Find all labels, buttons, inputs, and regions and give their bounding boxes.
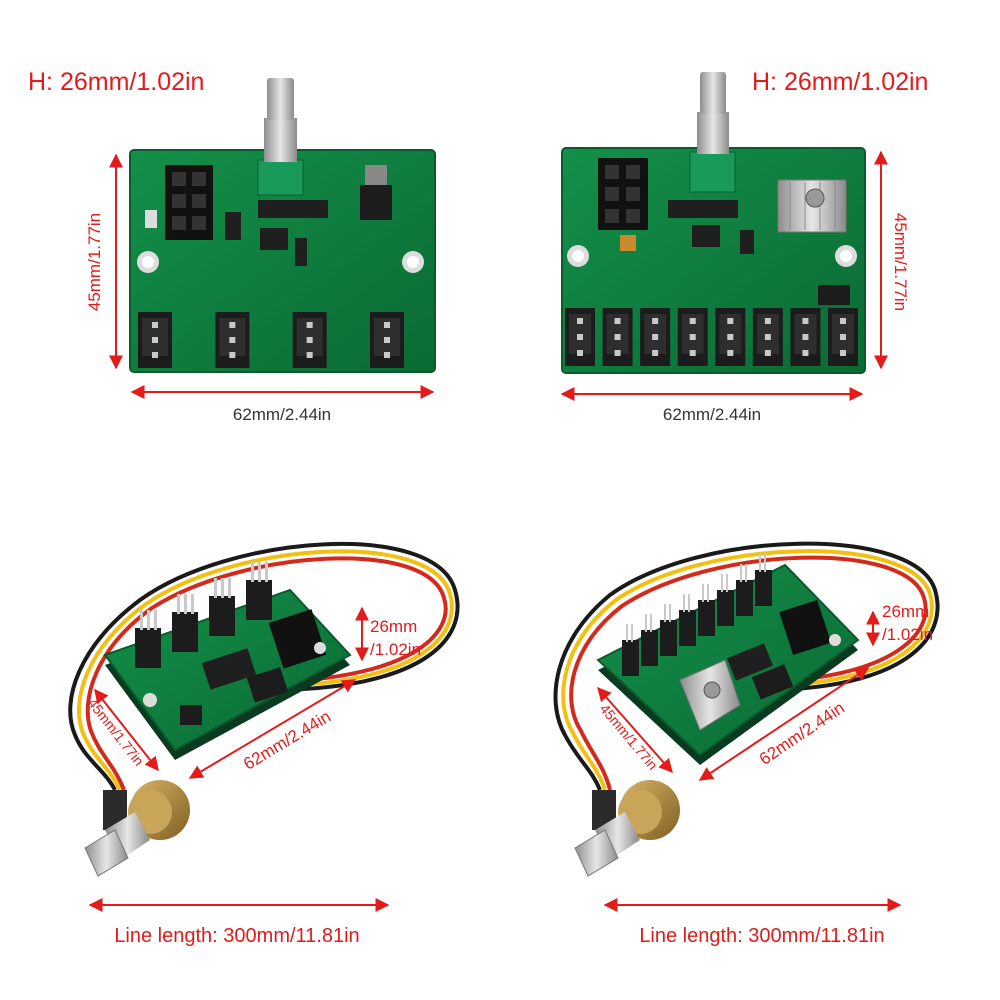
depth-label: 45mm/1.77in [85,213,104,311]
line-length-label: Line length: 300mm/11.81in [639,925,884,947]
fan-header [565,308,595,366]
depth-arrow [597,686,673,774]
fan-header [717,574,734,626]
panel-bottom-left: 26mm /1.02in 45mm/1.77in 62mm/2.44in Lin… [68,541,460,947]
height-label: H: 26mm/1.02in [28,68,204,96]
pcb-board-8port [561,72,866,374]
height-label-line1: 26mm [370,617,417,636]
height-label: H: 26mm/1.02in [752,68,928,96]
fan-header [138,312,172,368]
potentiometer-base [257,159,304,196]
width-label: 62mm/2.44in [233,405,331,424]
line-length-label: Line length: 300mm/11.81in [114,925,359,947]
depth-label: 45mm/1.77in [891,213,910,311]
fan-headers [138,312,404,368]
cable [553,541,940,791]
panel-bottom-right: 26mm /1.02in 45mm/1.77in 62mm/2.44in Lin… [553,541,940,947]
fan-header [640,308,671,366]
height-label-line2: /1.02in [370,640,421,659]
fan-header [641,614,658,666]
fan-headers [622,554,772,676]
fan-headers [135,562,272,668]
fan-header [752,308,783,366]
fan-header [370,312,404,368]
fan-header [828,308,858,366]
power-connector [268,609,327,669]
fan-header [679,594,696,646]
potentiometer-shaft [264,118,297,162]
panel-top-left: H: 26mm/1.02in [28,68,436,424]
width-label: 62mm/2.44in [663,405,761,424]
fan-header [660,604,677,656]
heatsink [777,179,847,233]
potentiometer [84,780,190,877]
pcb-board-4port [129,78,436,373]
potentiometer-base [689,151,736,193]
cable [68,541,460,791]
width-arrow [698,667,870,781]
fan-header [602,308,633,366]
fan-header [698,584,715,636]
fan-header [677,308,708,366]
height-label-line1: 26mm [882,602,929,621]
fan-header [292,312,327,368]
fan-header [215,312,250,368]
potentiometer [574,780,680,877]
power-connector [779,599,832,656]
fan-headers [565,308,858,366]
potentiometer-shaft [697,112,729,154]
panel-top-right: H: 26mm/1.02in [560,68,928,424]
width-arrow [188,679,357,779]
regulator-chip [360,185,392,220]
fan-header [715,308,746,366]
fan-header [622,624,639,676]
fan-header [790,308,821,366]
fan-header [755,554,772,606]
fan-header [736,564,753,616]
height-label-line2: /1.02in [882,625,933,644]
depth-arrow [94,688,159,772]
